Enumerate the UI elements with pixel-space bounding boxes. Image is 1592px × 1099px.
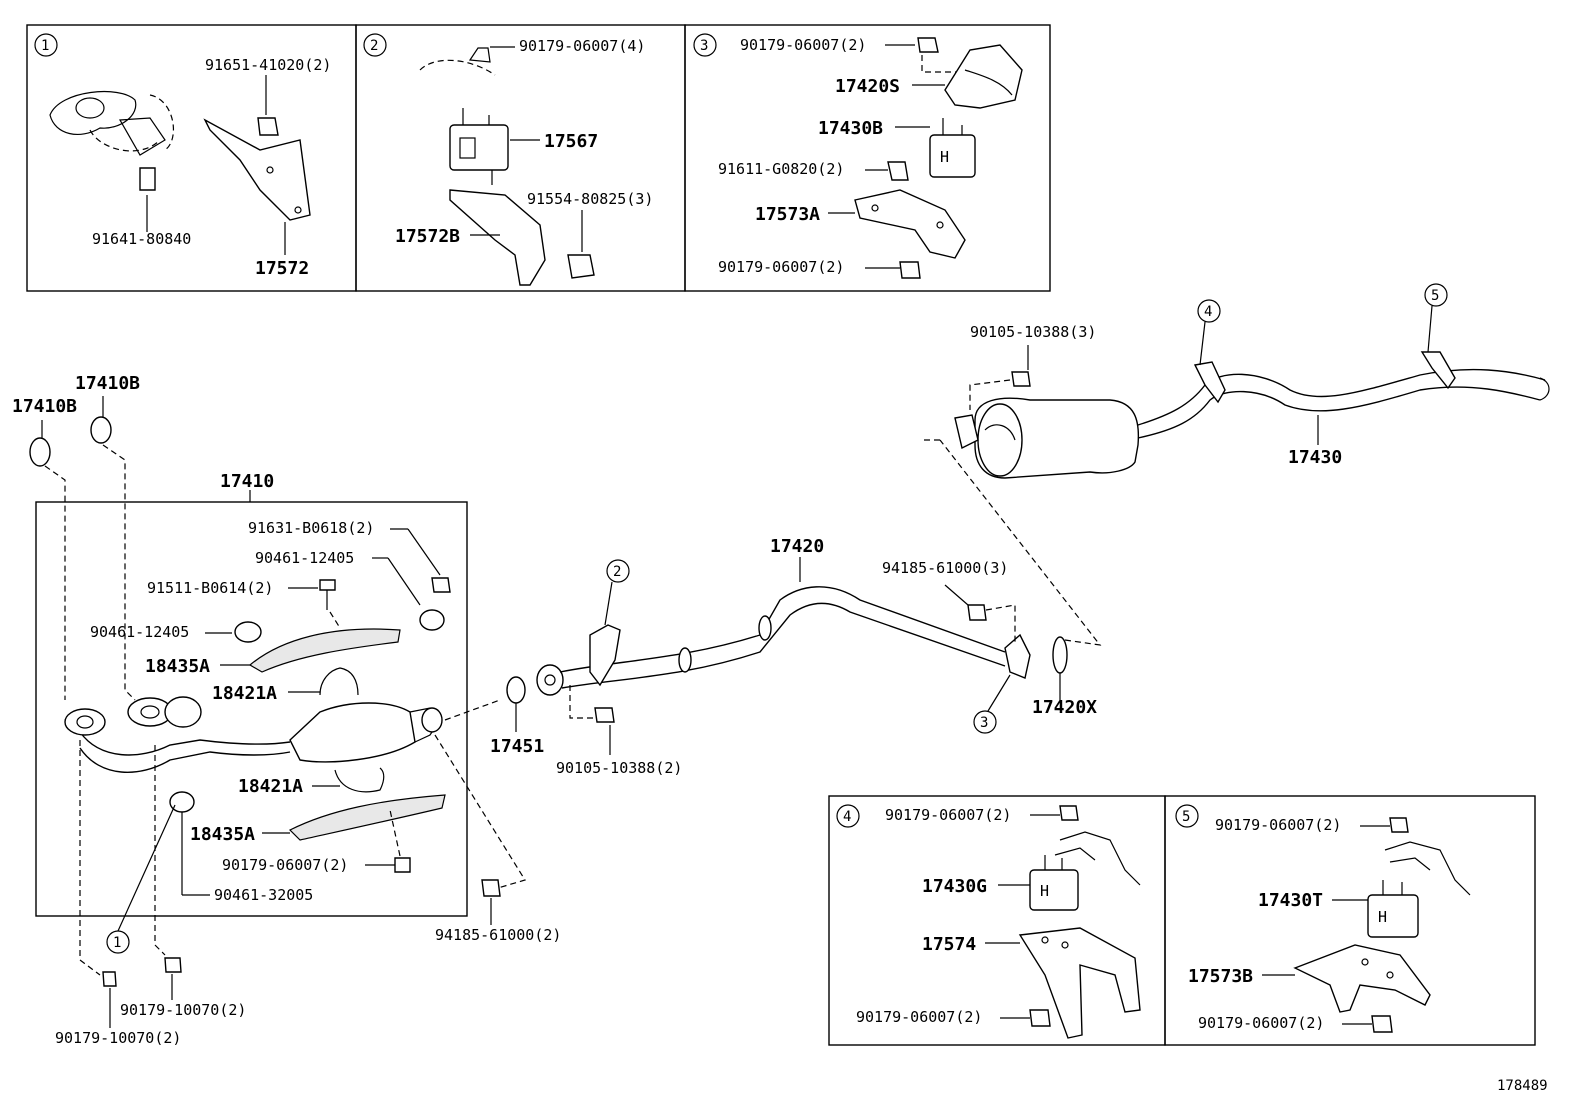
callout-5 xyxy=(1424,283,1448,307)
part-17420X: 17420X xyxy=(1032,697,1097,718)
part-91631-B0618: 91631-B0618(2) xyxy=(248,519,374,537)
part-17410: 17410 xyxy=(220,471,274,492)
svg-text:H: H xyxy=(1378,908,1387,926)
part-91651-41020: 91651-41020(2) xyxy=(205,56,331,74)
part-17573B: 17573B xyxy=(1188,966,1253,987)
part-18435A-upper: 18435A xyxy=(145,656,210,677)
part-17410B-right: 17410B xyxy=(75,373,140,394)
part-94185-61000-3: 94185-61000(3) xyxy=(882,559,1008,577)
part-90179-06007-4: 90179-06007(4) xyxy=(519,37,645,55)
part-17572: 17572 xyxy=(255,258,309,279)
part-90179-06007-2-left: 90179-06007(2) xyxy=(222,856,348,874)
part-90105-10388-2: 90105-10388(2) xyxy=(556,759,682,777)
inset-3-number: 3 xyxy=(700,38,708,54)
part-90461-12405-lower: 90461-12405 xyxy=(90,623,189,641)
part-17430B: 17430B xyxy=(818,118,883,139)
part-90179-06007-2-inset4-top: 90179-06007(2) xyxy=(885,806,1011,824)
part-17572B: 17572B xyxy=(395,226,460,247)
part-90179-06007-2-inset4-bottom: 90179-06007(2) xyxy=(856,1008,982,1026)
part-18421A-upper: 18421A xyxy=(212,683,277,704)
part-17574: 17574 xyxy=(922,934,976,955)
svg-text:H: H xyxy=(940,148,949,166)
svg-text:1: 1 xyxy=(113,935,121,951)
part-17420: 17420 xyxy=(770,536,824,557)
front-pipe-assembly: 17451 17420 90105-10388(2) 94185-61000(3… xyxy=(444,439,1102,777)
diagram-id: 178489 xyxy=(1497,1078,1548,1094)
part-17430G: 17430G xyxy=(922,876,987,897)
muffler-assembly: 17430 90105-10388(3) xyxy=(954,323,1550,479)
part-17451: 17451 xyxy=(490,736,544,757)
part-90179-06007-2-inset5-top: 90179-06007(2) xyxy=(1215,816,1341,834)
inset-5-number: 5 xyxy=(1182,809,1190,825)
part-17573A: 17573A xyxy=(755,204,820,225)
inset-2-number: 2 xyxy=(370,38,378,54)
part-17430: 17430 xyxy=(1288,447,1342,468)
callout-2 xyxy=(606,559,630,583)
part-91511-B0614: 91511-B0614(2) xyxy=(147,579,273,597)
part-90179-10070-upper: 90179-10070(2) xyxy=(120,1001,246,1019)
inset-box-4: 4 90179-06007(2) H 17430G 17574 90179-06… xyxy=(828,795,1166,1046)
part-17420S: 17420S xyxy=(835,76,900,97)
callout-4 xyxy=(1197,299,1221,323)
part-18435A-lower: 18435A xyxy=(190,824,255,845)
part-90179-06007-2-bottom: 90179-06007(2) xyxy=(718,258,844,276)
part-18421A-lower: 18421A xyxy=(238,776,303,797)
svg-text:H: H xyxy=(1040,882,1049,900)
part-90461-12405-upper: 90461-12405 xyxy=(255,549,354,567)
part-90179-10070-lower: 90179-10070(2) xyxy=(55,1029,181,1047)
inset-4-number: 4 xyxy=(843,809,851,825)
inset-box-1: 1 91641-80840 17572 91651-41020(2) xyxy=(26,24,357,292)
part-91611-G0820: 91611-G0820(2) xyxy=(718,160,844,178)
part-90179-06007-2-top: 90179-06007(2) xyxy=(740,36,866,54)
catalytic-converter-group: 17410 17410B 17410B 18435A 18435A xyxy=(12,373,468,917)
part-90461-32005: 90461-32005 xyxy=(214,886,313,904)
inset-box-2: 2 90179-06007(4) 17567 17572B 91554-8082… xyxy=(355,24,686,292)
part-17567: 17567 xyxy=(544,131,598,152)
part-90179-06007-2-inset5-bottom: 90179-06007(2) xyxy=(1198,1014,1324,1032)
inset-box-5: 5 90179-06007(2) H 17430T 17573B 90179-0… xyxy=(1164,795,1536,1046)
part-91554-80825: 91554-80825(3) xyxy=(527,190,653,208)
svg-text:5: 5 xyxy=(1431,288,1439,304)
inset-1-number: 1 xyxy=(41,38,49,54)
part-94185-61000-2: 94185-61000(2) xyxy=(435,926,561,944)
part-90105-10388-3: 90105-10388(3) xyxy=(970,323,1096,341)
svg-text:2: 2 xyxy=(613,564,621,580)
inset-box-3: 3 90179-06007(2) 17420S H 17430B 91611-G… xyxy=(684,24,1051,292)
callout-3 xyxy=(973,710,997,734)
part-17430T: 17430T xyxy=(1258,890,1323,911)
part-17410B-left: 17410B xyxy=(12,396,77,417)
part-91641-80840: 91641-80840 xyxy=(92,230,191,248)
svg-text:4: 4 xyxy=(1204,304,1212,320)
svg-text:3: 3 xyxy=(980,715,988,731)
